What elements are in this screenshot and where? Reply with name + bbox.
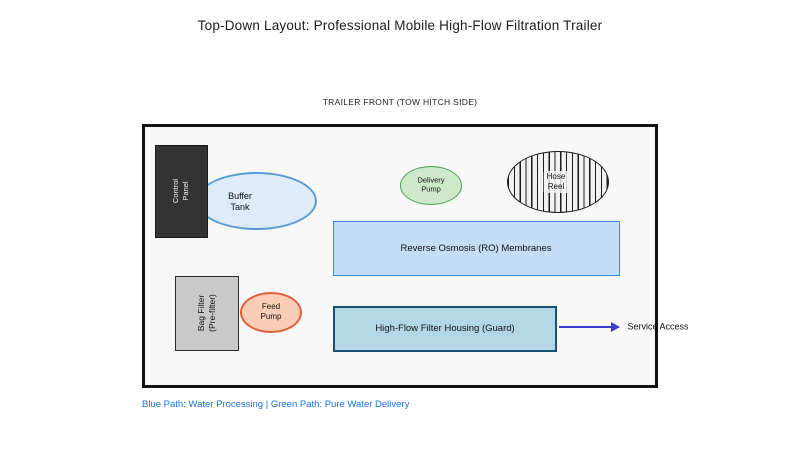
service-access-label: Service Access	[627, 321, 689, 332]
control-panel-label: Control Panel	[170, 178, 190, 204]
service-access-arrow-line	[559, 326, 611, 328]
feed-pump-label: Feed Pump	[260, 302, 282, 321]
delivery-pump-ellipse	[400, 166, 462, 205]
ro-membranes-box	[333, 221, 620, 276]
service-access-arrow-head-icon	[611, 322, 620, 332]
delivery-pump-label: Delivery Pump	[417, 175, 445, 194]
control-panel-box	[155, 145, 208, 238]
bag-filter-box	[175, 276, 239, 351]
trailer-front-label: TRAILER FRONT (TOW HITCH SIDE)	[322, 97, 478, 107]
buffer-tank-label: Buffer Tank	[228, 190, 252, 212]
ro-membranes-label: Reverse Osmosis (RO) Membranes	[400, 243, 552, 255]
buffer-tank-ellipse	[196, 172, 317, 230]
page-title: Top-Down Layout: Professional Mobile Hig…	[197, 18, 603, 33]
feed-pump-ellipse	[240, 292, 302, 333]
legend-caption: Blue Path: Water Processing | Green Path…	[142, 399, 410, 410]
filter-housing-box	[333, 306, 557, 352]
hose-reel-label: Hose Reel	[543, 171, 569, 193]
bag-filter-label: Bag Filter (Pre-filter)	[195, 294, 217, 332]
filter-housing-label: High-Flow Filter Housing (Guard)	[375, 323, 515, 335]
